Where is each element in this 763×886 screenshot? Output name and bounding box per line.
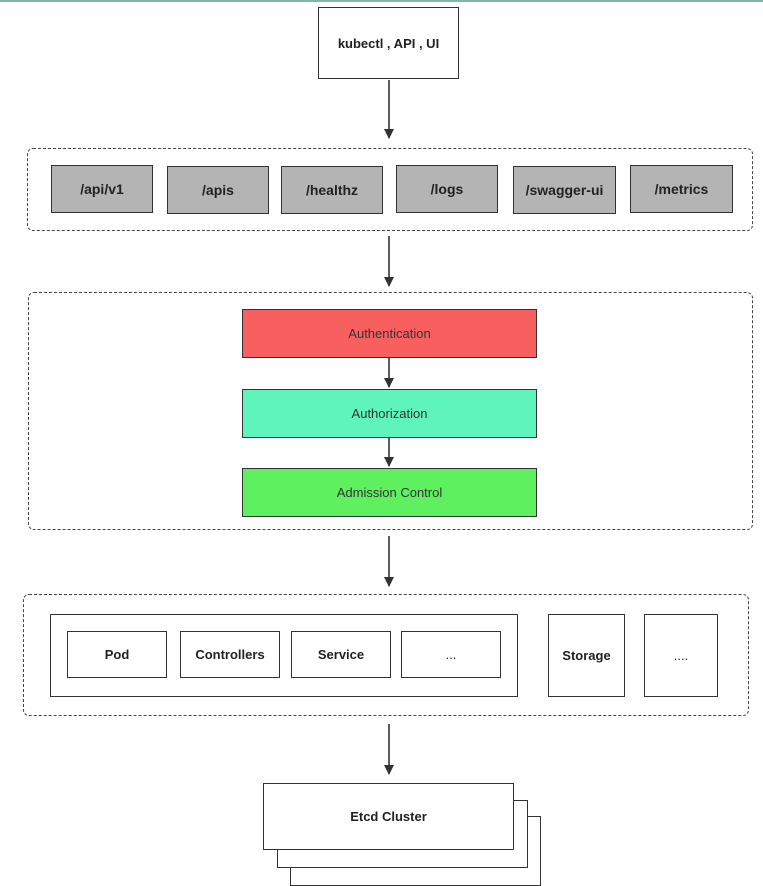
endpoint-label: /logs (430, 181, 464, 197)
resource-label: Controllers (195, 647, 265, 662)
pipeline-group (28, 292, 753, 530)
resource-ellipsis: ... (401, 631, 501, 678)
endpoints-group (27, 148, 753, 231)
endpoint-swagger-ui: /swagger-ui (513, 166, 616, 214)
storage-box: Storage (548, 614, 625, 697)
more-label: .... (673, 648, 689, 663)
endpoint-healthz: /healthz (281, 166, 383, 214)
resource-label: Pod (104, 647, 130, 662)
client-label: kubectl , API , UI (337, 35, 440, 51)
top-border-line (0, 0, 763, 2)
resource-controllers: Controllers (180, 631, 280, 678)
authorization-label: Authorization (351, 406, 428, 421)
admission-control-label: Admission Control (336, 485, 443, 500)
etcd-cluster-label: Etcd Cluster (350, 809, 427, 824)
storage-label: Storage (562, 648, 611, 663)
resource-service: Service (291, 631, 391, 678)
client-box: kubectl , API , UI (318, 7, 459, 79)
endpoint-label: /apis (202, 182, 234, 198)
endpoint-label: /metrics (654, 181, 709, 197)
resources-group (23, 594, 749, 716)
endpoint-label: /api/v1 (80, 181, 124, 197)
etcd-cluster-box: Etcd Cluster (263, 783, 514, 850)
resource-pod: Pod (67, 631, 167, 678)
resource-label: Service (317, 647, 365, 662)
endpoint-label: /healthz (305, 182, 359, 198)
endpoint-metrics: /metrics (630, 165, 733, 213)
more-box: .... (644, 614, 718, 697)
authentication-label: Authentication (348, 326, 431, 341)
endpoint-api-v1: /api/v1 (51, 165, 153, 213)
endpoint-logs: /logs (396, 165, 498, 213)
endpoint-label: /swagger-ui (525, 182, 604, 198)
resource-label: ... (445, 647, 457, 662)
endpoint-apis: /apis (167, 166, 269, 214)
admission-control-stage: Admission Control (242, 468, 537, 517)
authorization-stage: Authorization (242, 389, 537, 438)
authentication-stage: Authentication (242, 309, 537, 358)
